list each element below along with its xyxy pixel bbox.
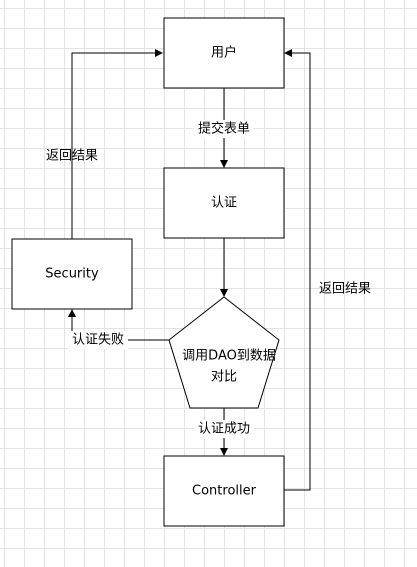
edge-controller-to-user	[284, 49, 311, 491]
arrowhead-security	[68, 309, 76, 317]
edge-label-submit-form-text: 提交表单	[198, 121, 250, 137]
edge-label-auth-success: 认证成功	[194, 420, 254, 438]
node-security-label: Security	[45, 267, 99, 282]
edge-label-auth-failed-text: 认证失败	[72, 333, 124, 348]
edge-security-to-user	[71, 49, 163, 239]
edge-label-return-left-text: 返回结果	[46, 149, 98, 164]
node-user: 用户	[163, 17, 285, 89]
arrowhead-user-right	[284, 49, 292, 57]
arrowhead-auth	[220, 160, 228, 168]
edge-label-return-left: 返回结果	[46, 149, 98, 164]
arrowhead-controller	[220, 448, 228, 456]
arrowhead-user-left	[155, 49, 163, 57]
edge-label-return-right-text: 返回结果	[319, 282, 371, 297]
node-controller: Controller	[163, 455, 285, 527]
edge-label-return-right: 返回结果	[319, 282, 371, 297]
node-controller-label: Controller	[192, 484, 257, 499]
edge-label-auth-failed: 认证失败	[68, 331, 128, 349]
node-auth-label: 认证	[211, 196, 237, 211]
edge-auth-to-compare	[220, 238, 228, 297]
node-user-label: 用户	[211, 45, 237, 61]
node-compare-label-line1: 调用DAO到数据	[182, 349, 276, 364]
edge-label-submit-form: 提交表单	[194, 120, 254, 138]
node-compare-label-line2: 对比	[211, 370, 237, 385]
node-compare: 调用DAO到数据 对比	[168, 296, 280, 409]
node-security: Security	[11, 238, 133, 310]
edge-label-auth-success-text: 认证成功	[198, 422, 250, 437]
arrowhead-compare	[220, 289, 228, 297]
node-auth: 认证	[163, 167, 285, 239]
